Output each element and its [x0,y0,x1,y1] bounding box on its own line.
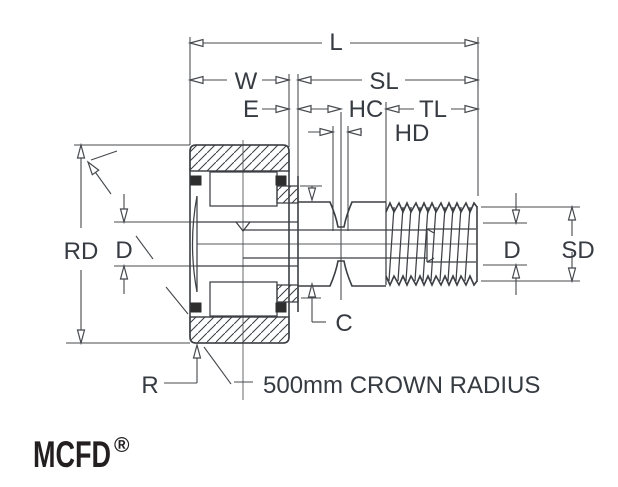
label-roller-width: W [235,68,258,95]
shank-bottom-with-groove [298,260,386,287]
label-corner-radius: R [141,372,158,399]
seal-top-right [275,175,287,186]
needle-rollers-top [209,171,278,207]
registered-trademark-symbol: ® [114,434,130,457]
dimension-labels: L W SL E HC TL HD RD D C D SD R 500mm CR… [64,29,595,399]
thread-flank-lines [388,206,471,282]
center-lines [197,140,477,400]
stud-section [243,201,478,287]
stud-flange-bottom-hatch [276,284,299,303]
d-left-leader-slash [135,235,154,260]
label-roller-diameter: RD [64,238,99,265]
thread-bottom-profile [385,274,478,287]
label-sd-dimension: SD [561,237,594,264]
label-c-dimension: C [335,310,352,337]
crown-radius-leader [203,346,232,385]
seal-leader-slash [165,286,189,315]
dimension-arrowheads [76,38,577,359]
head-lube-hole [235,221,251,233]
end-plate [191,195,198,293]
stud-flange-top-hatch [276,185,299,204]
extension-lines [66,37,580,344]
label-hole-diameter: HD [395,120,430,147]
label-stud-length: SL [369,68,398,95]
outer-ring-top-hatch [189,144,290,172]
series-title: MCFD ® [33,434,130,475]
seal-bottom-left [190,302,202,313]
corner-callout-slash [90,150,118,161]
series-title-text: MCFD [33,434,111,475]
label-hole-center: HC [349,96,384,123]
outer-ring-bottom-hatch [189,316,290,344]
needle-rollers-bottom [209,281,278,317]
label-e-dimension: E [243,96,259,123]
seal-bottom-right [275,302,287,313]
shank-top-with-groove [298,201,386,228]
label-stud-diameter-right: D [503,237,520,264]
hex-socket [426,228,476,263]
thread-top-profile [385,201,478,214]
label-thread-length: TL [419,96,447,123]
dimension-lines [80,42,573,385]
label-overall-length: L [329,29,342,56]
label-stud-diameter-left: D [115,237,132,264]
roller-head-section [189,144,299,344]
roller-outline [189,144,290,344]
crown-radius-note: 500mm CROWN RADIUS [263,372,540,399]
seal-top-left [190,175,202,186]
